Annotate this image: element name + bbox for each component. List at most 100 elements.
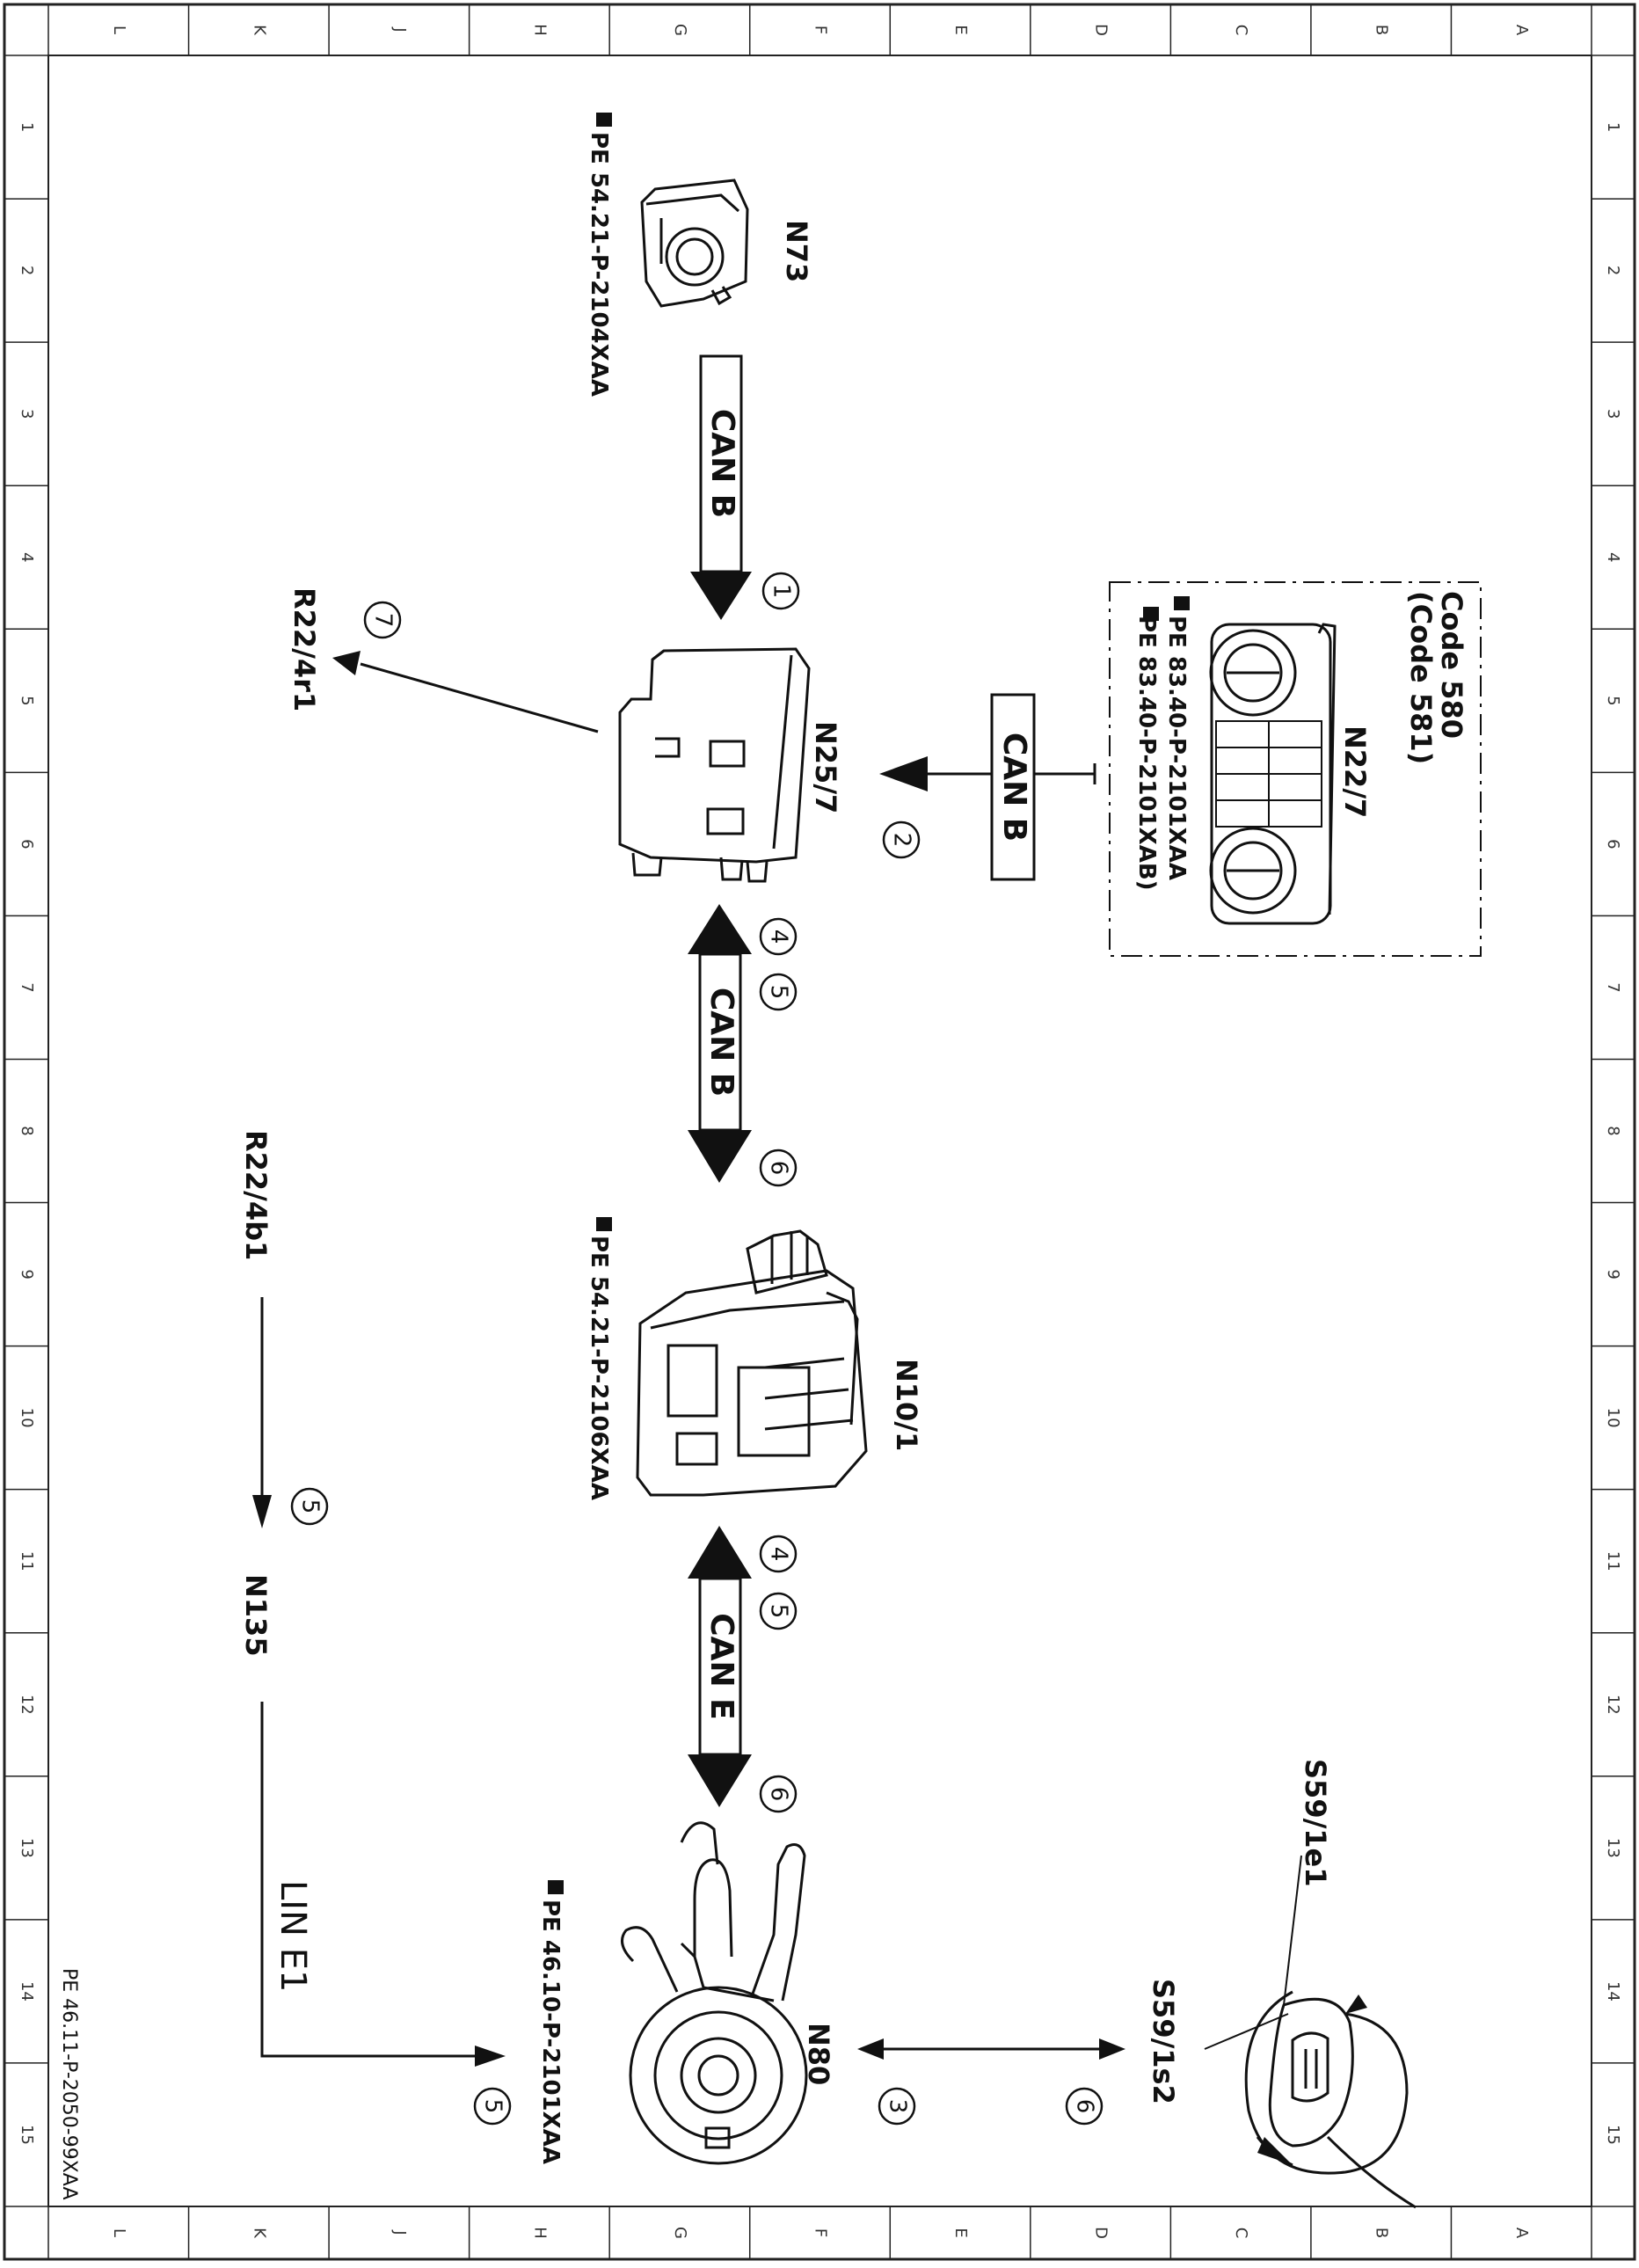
row-label: 1 xyxy=(1604,122,1622,132)
row-label: 14 xyxy=(1604,1981,1622,2002)
marker-5b-circle xyxy=(759,1592,798,1630)
s59-1s2-leader xyxy=(1204,2013,1289,2050)
r22-4b1-label: R22/4b1 xyxy=(239,1130,273,1260)
bus-n73-n25-label: CAN B xyxy=(704,409,740,518)
marker-6b-circle xyxy=(759,1775,798,1813)
lin-e1-line xyxy=(260,1702,475,2058)
row-label: 13 xyxy=(18,1838,36,1858)
document-code: PE 46.11-P-2050-99XAA xyxy=(58,1968,80,2200)
column-label: H xyxy=(530,2227,549,2239)
column-label: K xyxy=(250,25,268,36)
s59-1e1-label: S59/1e1 xyxy=(1299,1759,1332,1887)
r22-4r1-link-line xyxy=(360,662,599,733)
marker-6b: 6 xyxy=(766,1787,792,1802)
marker-3-circle xyxy=(878,2087,916,2126)
marker-6c-circle xyxy=(1065,2087,1104,2126)
row-label: 5 xyxy=(18,696,36,705)
row-label: 8 xyxy=(18,1126,36,1135)
row-label: 4 xyxy=(18,552,36,562)
row-label: 7 xyxy=(18,982,36,992)
marker-6a: 6 xyxy=(766,1161,792,1176)
row-label: 2 xyxy=(18,266,36,275)
n73-module-icon xyxy=(640,179,749,308)
n10-1-label: N10/1 xyxy=(890,1359,923,1451)
column-label: D xyxy=(1092,2227,1111,2239)
column-label: D xyxy=(1092,24,1111,36)
reference-icons xyxy=(548,113,1190,1894)
marker-4b: 4 xyxy=(766,1547,792,1562)
row-label: 10 xyxy=(1604,1408,1622,1428)
marker-4b-circle xyxy=(759,1535,798,1573)
row-label: 11 xyxy=(18,1551,36,1572)
row-label: 11 xyxy=(1604,1551,1622,1572)
row-label: 15 xyxy=(18,2125,36,2145)
n22-7-ref1: PE 83.40-P-2101XAA xyxy=(1163,616,1190,880)
n22-7-ref1-hand-icon xyxy=(1174,596,1190,610)
marker-5b: 5 xyxy=(766,1604,792,1619)
marker-1-circle xyxy=(761,572,800,610)
marker-5d-circle xyxy=(473,2087,512,2126)
r22-4r1-label: R22/4r1 xyxy=(288,587,321,711)
column-label: A xyxy=(1512,2228,1531,2239)
row-label: 6 xyxy=(18,839,36,849)
row-label: 9 xyxy=(1604,1269,1622,1279)
marker-4a: 4 xyxy=(766,930,792,944)
n135-label: N135 xyxy=(239,1574,273,1657)
column-label: J xyxy=(390,2229,409,2235)
row-label: 10 xyxy=(18,1408,36,1428)
n80-ref: PE 46.10-P-2101XAA xyxy=(537,1900,564,2164)
n73-label: N73 xyxy=(780,220,813,282)
row-label: 5 xyxy=(1604,696,1622,705)
marker-1: 1 xyxy=(769,584,795,599)
marker-2: 2 xyxy=(889,833,915,848)
row-label: 3 xyxy=(1604,409,1622,419)
s59-1s2-label: S59/1s2 xyxy=(1147,1979,1180,2104)
column-label: J xyxy=(390,26,409,32)
bus-n10-n80-label: CAN E xyxy=(703,1613,739,1720)
s59-rotation-arrowhead-top xyxy=(1345,1995,1367,2014)
n80-s59-arrowhead-right xyxy=(1099,2038,1125,2060)
marker-3: 3 xyxy=(885,2099,911,2114)
row-label: 1 xyxy=(18,122,36,132)
row-label: 12 xyxy=(1604,1695,1622,1715)
column-label: K xyxy=(250,2228,268,2239)
lin-e1-label: LIN E1 xyxy=(273,1880,313,1992)
column-label: E xyxy=(951,25,970,34)
marker-7: 7 xyxy=(370,613,397,628)
r22-4r1-arrowhead xyxy=(332,651,361,675)
column-label: C xyxy=(1232,2228,1250,2239)
bus-n22-n25: CAN B xyxy=(879,693,1036,881)
n80-ref-hand-icon xyxy=(548,1880,564,1894)
row-label: 8 xyxy=(1604,1126,1622,1135)
s59-switch-icon xyxy=(1244,1990,1417,2209)
n22-7-code1: Code 580 xyxy=(1435,591,1468,739)
marker-5a-circle xyxy=(759,973,798,1011)
marker-4a-circle xyxy=(759,917,798,956)
n22-7-ref2-hand-icon xyxy=(1143,607,1159,621)
column-label: G xyxy=(671,2227,689,2239)
n10-1-module-icon xyxy=(636,1229,868,1497)
column-label: G xyxy=(671,24,689,36)
marker-5a: 5 xyxy=(766,985,792,1000)
row-label: 15 xyxy=(1604,2125,1622,2145)
bus-n10-n80: CAN E xyxy=(688,1526,752,1807)
marker-7-circle xyxy=(363,601,402,639)
column-label: L xyxy=(110,2228,128,2237)
column-label: A xyxy=(1512,25,1531,36)
marker-5c: 5 xyxy=(297,1499,324,1514)
marker-6a-circle xyxy=(759,1149,798,1187)
n73-ref: PE 54.21-P-2104XAA xyxy=(586,132,612,397)
bus-n25-n10-label: CAN B xyxy=(703,988,739,1097)
column-label: F xyxy=(812,26,830,34)
n25-7-module-icon xyxy=(618,647,811,883)
n80-module-icon xyxy=(621,1821,808,2165)
n22-7-ref2: PE 83.40-P-2101XAB) xyxy=(1133,616,1160,891)
n22-7-label: N22/7 xyxy=(1338,726,1372,818)
row-label: 2 xyxy=(1604,266,1622,275)
row-label: 4 xyxy=(1604,552,1622,562)
column-label: C xyxy=(1232,25,1250,36)
marker-2-circle xyxy=(882,820,921,859)
column-label: E xyxy=(951,2228,970,2237)
row-label: 13 xyxy=(1604,1838,1622,1858)
